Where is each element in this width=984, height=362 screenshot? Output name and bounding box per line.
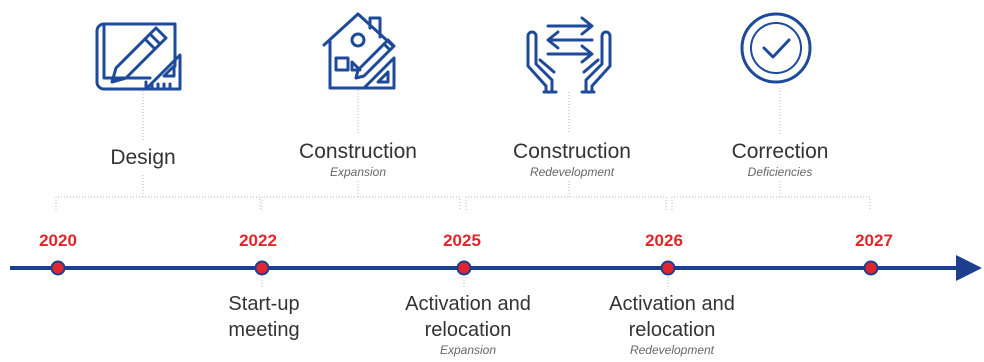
event-subtitle: Expansion xyxy=(439,343,497,357)
phase-title-design: Design xyxy=(110,146,176,169)
house-plan-tools-icon xyxy=(322,12,396,90)
marker-2025 xyxy=(456,260,472,276)
hands-exchange-arrows-icon xyxy=(526,16,612,94)
event-line-2: relocation xyxy=(424,319,512,341)
phase-subtitle-deficiencies: Deficiencies xyxy=(747,165,813,179)
phase-title-construction-redevelopment: Construction xyxy=(513,140,631,163)
marker-2026 xyxy=(660,260,676,276)
phase-subtitle-expansion: Expansion xyxy=(329,165,387,179)
phase-connectors xyxy=(55,88,871,288)
event-line-1: Activation and xyxy=(609,293,735,315)
event-line-1: Activation and xyxy=(405,293,531,315)
event-subtitle: Redevelopment xyxy=(629,343,715,357)
year-label-2025: 2025 xyxy=(443,231,481,250)
event-line-2: relocation xyxy=(628,319,716,341)
marker-2022 xyxy=(254,260,270,276)
blueprint-pencil-ruler-icon xyxy=(95,22,182,91)
event-activation-redevelopment: Activation and relocation Redevelopment xyxy=(609,291,735,357)
timeline-arrowhead xyxy=(956,255,982,281)
year-label-2026: 2026 xyxy=(645,231,683,250)
event-line-2: meeting xyxy=(228,319,300,341)
year-label-2022: 2022 xyxy=(239,231,277,250)
checkmark-circle-icon xyxy=(740,12,812,84)
bracket-design xyxy=(55,88,261,210)
phase-title-correction: Correction xyxy=(731,140,829,163)
phase-title-construction-expansion: Construction xyxy=(299,140,417,163)
marker-2020 xyxy=(50,260,66,276)
year-label-2020: 2020 xyxy=(39,231,77,250)
event-startup-meeting: Start-up meeting xyxy=(228,291,299,343)
event-activation-expansion: Activation and relocation Expansion xyxy=(405,291,531,357)
event-line-1: Start-up xyxy=(228,293,300,315)
phase-subtitle-redevelopment: Redevelopment xyxy=(529,165,615,179)
year-label-2027: 2027 xyxy=(855,231,893,250)
bracket-construction-redevelopment xyxy=(465,92,667,210)
marker-2027 xyxy=(863,260,879,276)
year-markers xyxy=(50,260,879,276)
bracket-correction xyxy=(671,88,871,210)
bracket-construction-expansion xyxy=(261,90,461,210)
